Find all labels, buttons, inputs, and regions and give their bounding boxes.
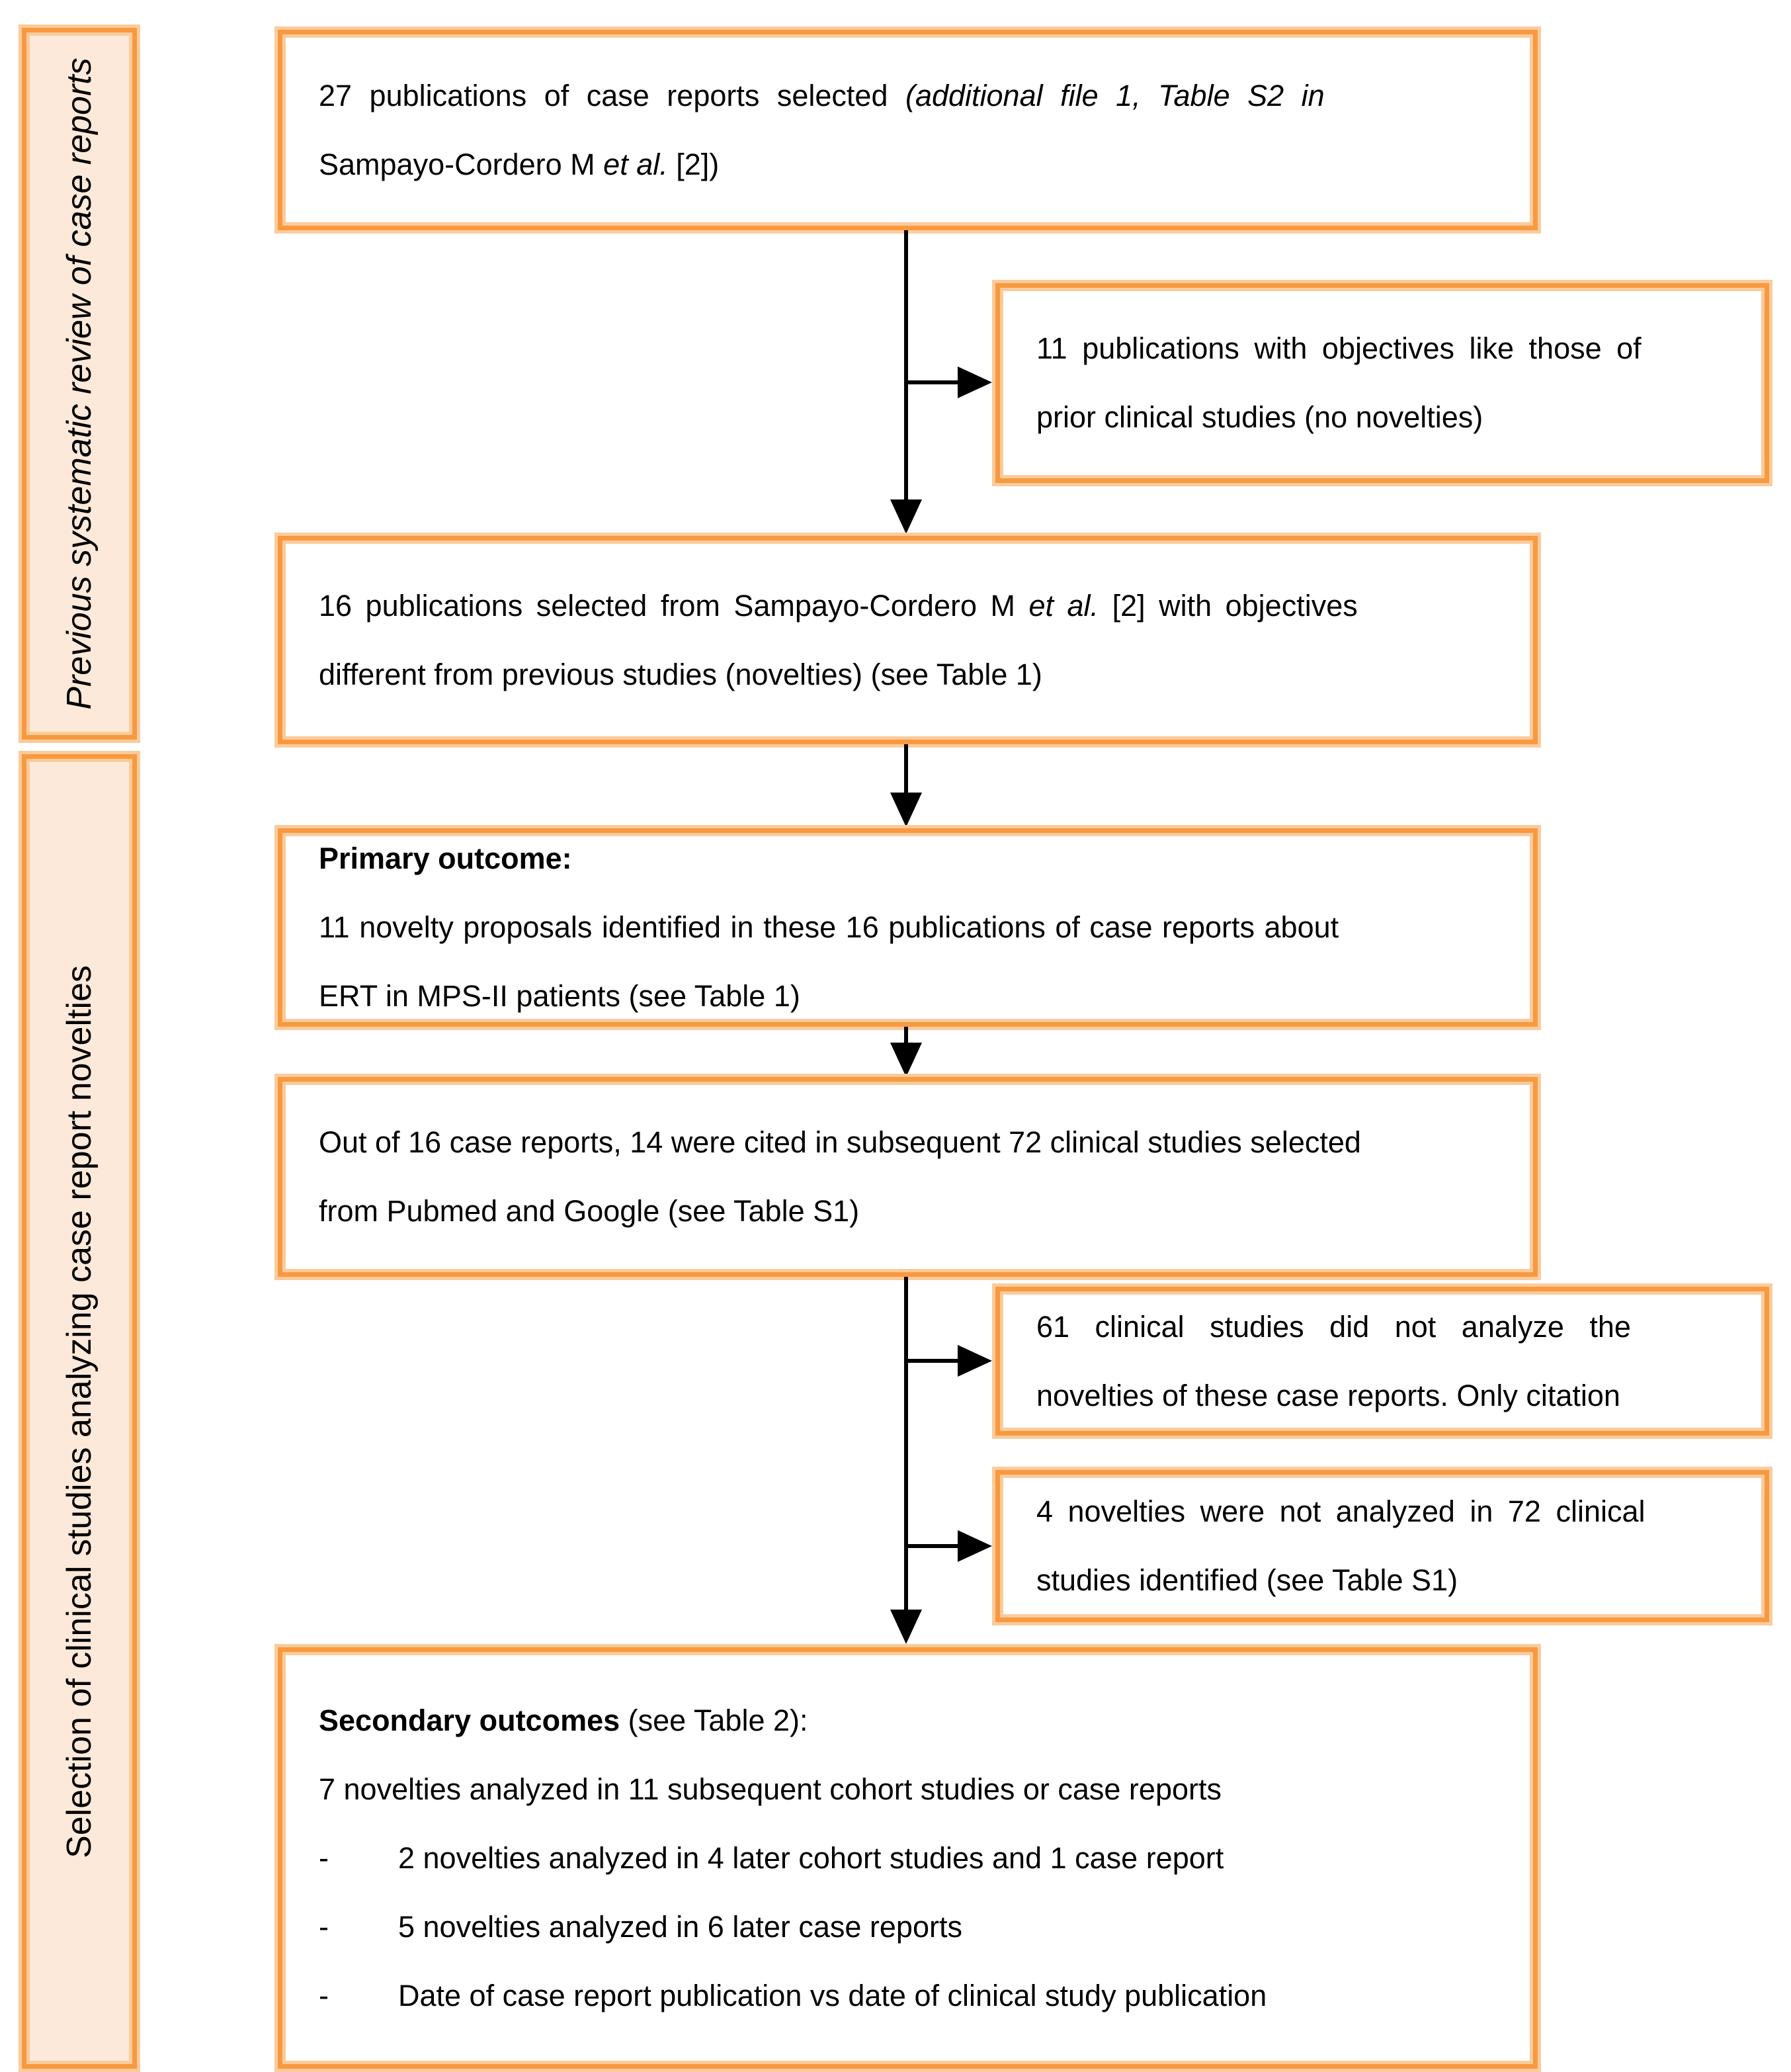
arrowhead-down-4	[890, 1610, 922, 1644]
text-segment: novelties of these case reports. Only ci…	[1036, 1378, 1620, 1412]
secondary-outcomes-bullet-2: - 5 novelties analyzed in 6 later case re…	[319, 1893, 1497, 1962]
flow-box-case-reports-selected-line2: Sampayo-Cordero M et al. [2])	[319, 130, 1497, 199]
exclusion-box-no-novelties-line2: prior clinical studies (no novelties)	[1036, 383, 1728, 452]
text-segment: (see Table 2):	[620, 1703, 808, 1737]
text-segment: 16 publications selected from Sampayo-Co…	[319, 588, 1029, 623]
flow-box-secondary-outcomes-title: Secondary outcomes (see Table 2):	[319, 1686, 1497, 1755]
text-segment: [2])	[667, 147, 720, 181]
text-segment: 4 novelties were not analyzed in 72 clin…	[1036, 1494, 1645, 1528]
exclusion-box-only-citation-line1: 61 clinical studies did not analyze the	[1036, 1293, 1728, 1361]
arrow-line-4	[904, 1277, 908, 1613]
exclusion-box-only-citation: 61 clinical studies did not analyze the …	[995, 1287, 1769, 1436]
branch-arrowhead-2	[958, 1345, 992, 1377]
flow-box-cited-clinical-studies-line2: from Pubmed and Google (see Table S1)	[319, 1177, 1497, 1246]
text-segment-bold: Secondary outcomes	[319, 1703, 620, 1737]
text-segment: [2] with objectives	[1099, 588, 1358, 623]
arrowhead-down-1	[890, 499, 922, 534]
text-segment: different from previous studies (novelti…	[319, 657, 1042, 691]
arrowhead-down-3	[890, 1043, 922, 1077]
text-segment: Out of 16 case reports, 14 were cited in…	[319, 1125, 1361, 1159]
flow-box-primary-outcome: Primary outcome: 11 novelty proposals id…	[278, 828, 1538, 1027]
text-segment: 27 publications of case reports selected	[319, 78, 905, 112]
text-segment: prior clinical studies (no novelties)	[1036, 400, 1483, 434]
exclusion-box-no-novelties-line1: 11 publications with objectives like tho…	[1036, 314, 1728, 383]
flow-box-case-reports-selected: 27 publications of case reports selected…	[278, 30, 1538, 230]
text-segment: 61 clinical studies did not analyze the	[1036, 1309, 1631, 1344]
bullet-dash: -	[319, 1840, 329, 1875]
flow-box-secondary-outcomes: Secondary outcomes (see Table 2): 7 nove…	[278, 1647, 1538, 2069]
flow-box-publications-with-novelties-line2: different from previous studies (novelti…	[319, 640, 1497, 709]
text-segment: 7 novelties analyzed in 11 subsequent co…	[319, 1772, 1222, 1806]
text-segment-italic: et al.	[603, 147, 668, 181]
flow-box-cited-clinical-studies: Out of 16 case reports, 14 were cited in…	[278, 1077, 1538, 1277]
exclusion-box-no-novelties: 11 publications with objectives like tho…	[995, 283, 1769, 483]
secondary-outcomes-bullet-1: - 2 novelties analyzed in 4 later cohort …	[319, 1824, 1497, 1893]
text-segment: ERT in MPS-II patients (see Table 1)	[319, 979, 800, 1013]
bullet-dash: -	[319, 1978, 329, 2012]
secondary-outcomes-bullet-3: - Date of case report publication vs date…	[319, 1962, 1497, 2030]
text-segment: 11 publications with objectives like tho…	[1036, 331, 1642, 365]
branch-line-1	[906, 380, 958, 384]
stage-label-previous-review: Previous systematic review of case repor…	[60, 58, 99, 710]
branch-arrowhead-3	[958, 1530, 992, 1562]
stage-label-selection: Selection of clinical studies analyzing …	[60, 965, 99, 1858]
stage-label-previous-review-box: Previous systematic review of case repor…	[22, 28, 137, 740]
text-segment: studies identified (see Table S1)	[1036, 1563, 1458, 1597]
arrow-line-3	[904, 1027, 908, 1045]
text-segment: Sampayo-Cordero M	[319, 147, 604, 181]
text-segment: 5 novelties analyzed in 6 later case rep…	[398, 1909, 962, 1944]
text-segment: 2 novelties analyzed in 4 later cohort s…	[398, 1840, 1224, 1875]
flow-box-secondary-outcomes-line1: 7 novelties analyzed in 11 subsequent co…	[319, 1755, 1497, 1824]
flow-box-cited-clinical-studies-line1: Out of 16 case reports, 14 were cited in…	[319, 1108, 1497, 1177]
stage-label-selection-box: Selection of clinical studies analyzing …	[22, 754, 137, 2069]
branch-arrowhead-1	[958, 367, 992, 398]
exclusion-box-not-analyzed-line2: studies identified (see Table S1)	[1036, 1546, 1728, 1615]
flow-box-primary-outcome-line2: ERT in MPS-II patients (see Table 1)	[319, 962, 1497, 1031]
exclusion-box-only-citation-line2: novelties of these case reports. Only ci…	[1036, 1361, 1728, 1430]
text-segment-bold: Primary outcome:	[319, 842, 572, 875]
text-segment-italic: et al.	[1028, 588, 1099, 623]
flow-box-primary-outcome-title: Primary outcome:	[319, 824, 1497, 893]
bullet-dash: -	[319, 1909, 329, 1944]
text-segment-italic: (additional file 1, Table S2 in	[905, 78, 1325, 112]
exclusion-box-not-analyzed: 4 novelties were not analyzed in 72 clin…	[995, 1470, 1769, 1622]
arrowhead-down-2	[890, 793, 922, 827]
text-segment: 11 novelty proposals identified in these…	[319, 910, 1339, 944]
flow-box-case-reports-selected-line1: 27 publications of case reports selected…	[319, 62, 1497, 130]
branch-line-2	[906, 1359, 958, 1363]
arrow-line-1	[904, 230, 908, 503]
arrow-line-2	[904, 744, 908, 794]
exclusion-box-not-analyzed-line1: 4 novelties were not analyzed in 72 clin…	[1036, 1477, 1728, 1546]
branch-line-3	[906, 1544, 958, 1548]
text-segment: Date of case report publication vs date …	[398, 1978, 1267, 2012]
flow-box-primary-outcome-line1: 11 novelty proposals identified in these…	[319, 893, 1497, 962]
text-segment: from Pubmed and Google (see Table S1)	[319, 1194, 860, 1228]
flow-box-publications-with-novelties-line1: 16 publications selected from Sampayo-Co…	[319, 572, 1497, 640]
flow-box-publications-with-novelties: 16 publications selected from Sampayo-Co…	[278, 536, 1538, 744]
